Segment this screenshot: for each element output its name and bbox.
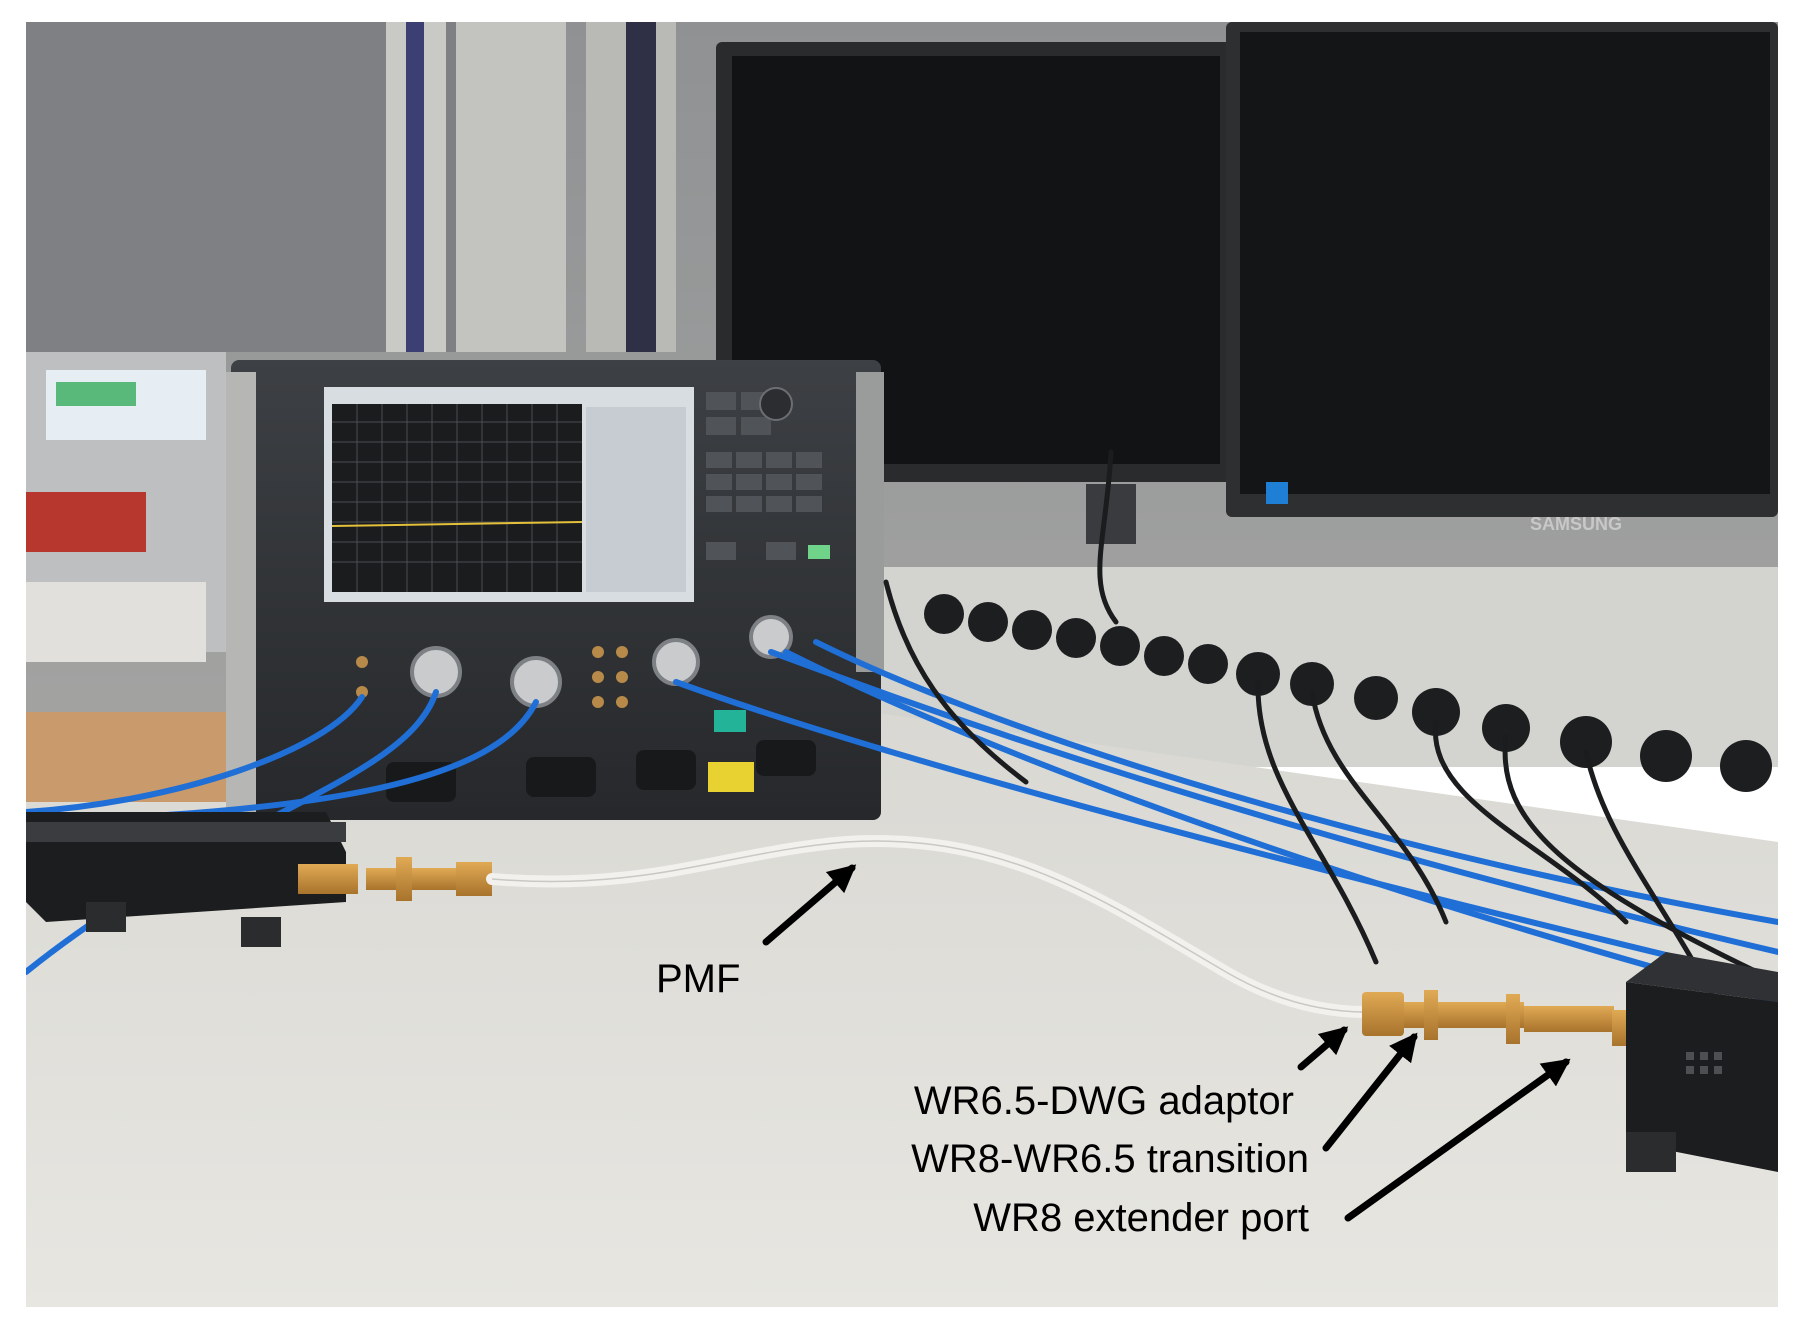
arrow-pmf (762, 864, 857, 946)
vna-green-key (808, 545, 830, 559)
arrow-transition (1322, 1032, 1418, 1152)
frequency-extender-right (1626, 952, 1778, 1172)
cardboard-box (26, 712, 236, 802)
vna-trace (331, 521, 583, 527)
cabinet-door (26, 22, 456, 352)
label-adaptor: WR6.5-DWG adaptor (914, 1079, 1294, 1123)
red-case (26, 492, 146, 552)
shelf-bracket (456, 22, 566, 352)
vector-network-analyzer (226, 360, 884, 820)
power-sockets (924, 594, 1772, 792)
arrow-adaptor (1297, 1026, 1349, 1071)
white-box (26, 582, 206, 662)
frequency-extender-left (26, 812, 346, 947)
arrow-extender (1344, 1058, 1571, 1222)
background-screen-bar (56, 382, 136, 406)
label-pmf: PMF (656, 957, 740, 1001)
monitor-brand: SAMSUNG (1530, 514, 1622, 534)
table-surface (26, 712, 1778, 1307)
lab-setup-photo: SAMSUNG (26, 22, 1778, 1307)
vna-yellow-label (708, 762, 754, 792)
vna-softkeys (586, 407, 686, 592)
vna-lower-slots (386, 740, 816, 802)
vna-green-label (714, 710, 746, 732)
label-transition: WR8-WR6.5 transition (911, 1137, 1309, 1181)
vna-knob (759, 387, 793, 421)
photo-scene: SAMSUNG (26, 22, 1778, 1307)
pmf-fiber-edge (491, 840, 1367, 1013)
vna-small-connectors (356, 646, 628, 708)
rack-stripe (406, 22, 424, 352)
rack-column-stripe (626, 22, 656, 352)
vna-keypad (706, 392, 822, 560)
left-waveguide-assembly (298, 857, 492, 901)
label-extender: WR8 extender port (973, 1196, 1309, 1240)
annotation-arrows (762, 864, 1571, 1222)
vna-test-ports (410, 615, 793, 708)
right-waveguide-assembly (1362, 990, 1630, 1046)
monitor-right: SAMSUNG (1226, 22, 1778, 534)
dwg-adaptor-part (1362, 992, 1404, 1036)
